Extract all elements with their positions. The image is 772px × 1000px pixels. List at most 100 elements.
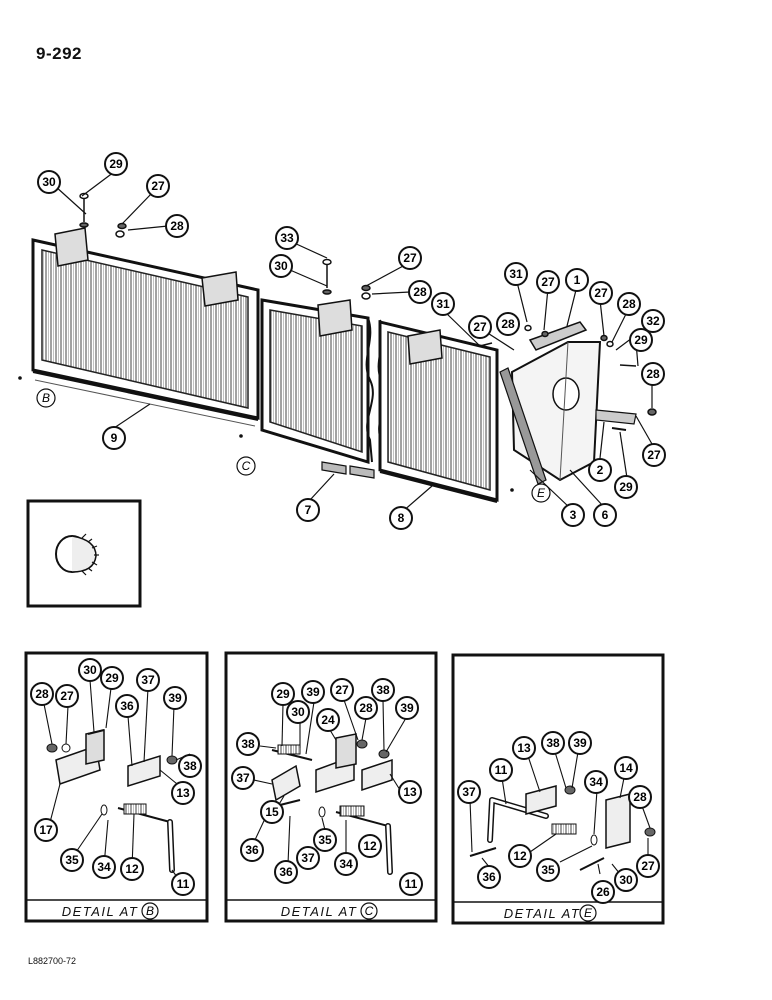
svg-text:26: 26 bbox=[596, 885, 610, 899]
svg-text:28: 28 bbox=[359, 701, 373, 715]
detail-c-callout-36: 36 bbox=[240, 838, 264, 862]
svg-text:30: 30 bbox=[83, 663, 97, 677]
svg-text:30: 30 bbox=[291, 705, 305, 719]
svg-text:30: 30 bbox=[619, 873, 633, 887]
svg-text:28: 28 bbox=[633, 790, 647, 804]
callout-8: 8 bbox=[389, 506, 413, 530]
callout-27d: 27 bbox=[589, 281, 613, 305]
svg-text:27: 27 bbox=[473, 320, 487, 334]
svg-text:28: 28 bbox=[501, 317, 515, 331]
svg-text:28: 28 bbox=[413, 285, 427, 299]
detail-c-callout-39: 39 bbox=[301, 680, 325, 704]
detail-e-panel: 13 38 39 11 14 34 28 37 12 35 30 26 27 3… bbox=[451, 653, 665, 925]
svg-text:12: 12 bbox=[125, 862, 139, 876]
callout-29b: 29 bbox=[629, 328, 653, 352]
callout-33: 33 bbox=[275, 226, 299, 250]
document-id: L882700-72 bbox=[28, 956, 77, 966]
detail-b-callout-13: 13 bbox=[171, 781, 195, 805]
detail-e-callout-14: 14 bbox=[614, 756, 638, 780]
callout-28: 28 bbox=[165, 214, 189, 238]
svg-text:31: 31 bbox=[509, 267, 523, 281]
svg-text:11: 11 bbox=[495, 763, 508, 777]
detail-e-callout-39: 39 bbox=[568, 731, 592, 755]
detail-b-callout-29: 29 bbox=[100, 666, 124, 690]
detail-e-callout-28: 28 bbox=[628, 785, 652, 809]
svg-text:32: 32 bbox=[646, 314, 660, 328]
detail-c-ref-circle: C bbox=[360, 902, 378, 920]
detail-e-callout-12: 12 bbox=[508, 844, 532, 868]
svg-text:36: 36 bbox=[482, 870, 496, 884]
svg-text:31: 31 bbox=[436, 297, 450, 311]
detail-c-callout-24: 24 bbox=[316, 708, 340, 732]
svg-text:28: 28 bbox=[646, 367, 660, 381]
detail-b-ref-circle: B bbox=[141, 902, 159, 920]
detail-c-callout-29: 29 bbox=[271, 682, 295, 706]
detail-c-callout-13: 13 bbox=[398, 780, 422, 804]
svg-text:36: 36 bbox=[245, 843, 259, 857]
svg-text:24: 24 bbox=[321, 713, 335, 727]
svg-text:27: 27 bbox=[151, 179, 165, 193]
callout-30: 30 bbox=[37, 170, 61, 194]
svg-text:B: B bbox=[146, 904, 154, 918]
detail-c-callout-15: 15 bbox=[260, 800, 284, 824]
svg-text:2: 2 bbox=[597, 463, 604, 477]
detail-c-callout-35: 35 bbox=[313, 828, 337, 852]
svg-text:29: 29 bbox=[619, 480, 633, 494]
callout-28b: 28 bbox=[408, 280, 432, 304]
svg-text:1: 1 bbox=[574, 273, 581, 287]
detail-b-callout-11: 11 bbox=[171, 872, 195, 896]
svg-text:9: 9 bbox=[111, 431, 118, 445]
svg-text:15: 15 bbox=[265, 805, 279, 819]
callout-1: 1 bbox=[565, 268, 589, 292]
detail-c-callout-37b: 37 bbox=[296, 846, 320, 870]
callout-30b: 30 bbox=[269, 254, 293, 278]
svg-text:6: 6 bbox=[602, 508, 609, 522]
svg-text:27: 27 bbox=[60, 689, 74, 703]
page-number: 9-292 bbox=[36, 44, 82, 63]
detail-c-callout-37: 37 bbox=[231, 766, 255, 790]
svg-text:35: 35 bbox=[541, 863, 555, 877]
callout-31: 31 bbox=[431, 292, 455, 316]
detail-b-callout-28: 28 bbox=[30, 682, 54, 706]
detail-e-callout-34: 34 bbox=[584, 770, 608, 794]
detail-b-callout-12: 12 bbox=[120, 857, 144, 881]
svg-text:27: 27 bbox=[403, 251, 417, 265]
detail-c-callout-27: 27 bbox=[330, 678, 354, 702]
detail-c-caption: DETAIL AT bbox=[280, 904, 358, 919]
svg-text:38: 38 bbox=[183, 759, 197, 773]
callout-2: 2 bbox=[588, 458, 612, 482]
svg-text:38: 38 bbox=[376, 683, 390, 697]
svg-text:38: 38 bbox=[241, 737, 255, 751]
detail-e-callout-26: 26 bbox=[591, 880, 615, 904]
detail-b-caption: DETAIL AT bbox=[61, 904, 139, 919]
detail-b-callout-30: 30 bbox=[78, 658, 102, 682]
detail-b-callout-17: 17 bbox=[34, 818, 58, 842]
svg-text:13: 13 bbox=[517, 741, 531, 755]
detail-e-callout-30: 30 bbox=[614, 868, 638, 892]
plug-inset bbox=[26, 499, 142, 608]
svg-text:27: 27 bbox=[641, 859, 655, 873]
detail-e-callout-35: 35 bbox=[536, 858, 560, 882]
detail-c-callout-36b: 36 bbox=[274, 860, 298, 884]
screen-panel-left bbox=[31, 227, 260, 427]
detail-e-callout-13: 13 bbox=[512, 736, 536, 760]
svg-text:27: 27 bbox=[647, 448, 661, 462]
retainer-clips bbox=[321, 461, 375, 479]
detail-e-caption: DETAIL AT bbox=[503, 906, 581, 921]
detail-c-callout-38b: 38 bbox=[236, 732, 260, 756]
callout-29: 29 bbox=[104, 152, 128, 176]
hardware-bolts bbox=[79, 192, 657, 416]
callout-27e: 27 bbox=[536, 270, 560, 294]
detail-b-callout-37: 37 bbox=[136, 668, 160, 692]
svg-text:30: 30 bbox=[274, 259, 288, 273]
detail-c-callout-28: 28 bbox=[354, 696, 378, 720]
detail-c-panel: 29 39 30 24 27 28 38 39 38 37 15 13 35 3… bbox=[224, 651, 438, 923]
detail-e-callout-37: 37 bbox=[457, 780, 481, 804]
svg-text:B: B bbox=[42, 391, 50, 405]
svg-text:7: 7 bbox=[305, 503, 312, 517]
svg-text:34: 34 bbox=[339, 857, 353, 871]
detail-b-callout-38: 38 bbox=[178, 754, 202, 778]
ref-letter-e: E bbox=[531, 483, 551, 503]
callout-29c: 29 bbox=[614, 475, 638, 499]
screen-panel-middle bbox=[260, 298, 386, 465]
